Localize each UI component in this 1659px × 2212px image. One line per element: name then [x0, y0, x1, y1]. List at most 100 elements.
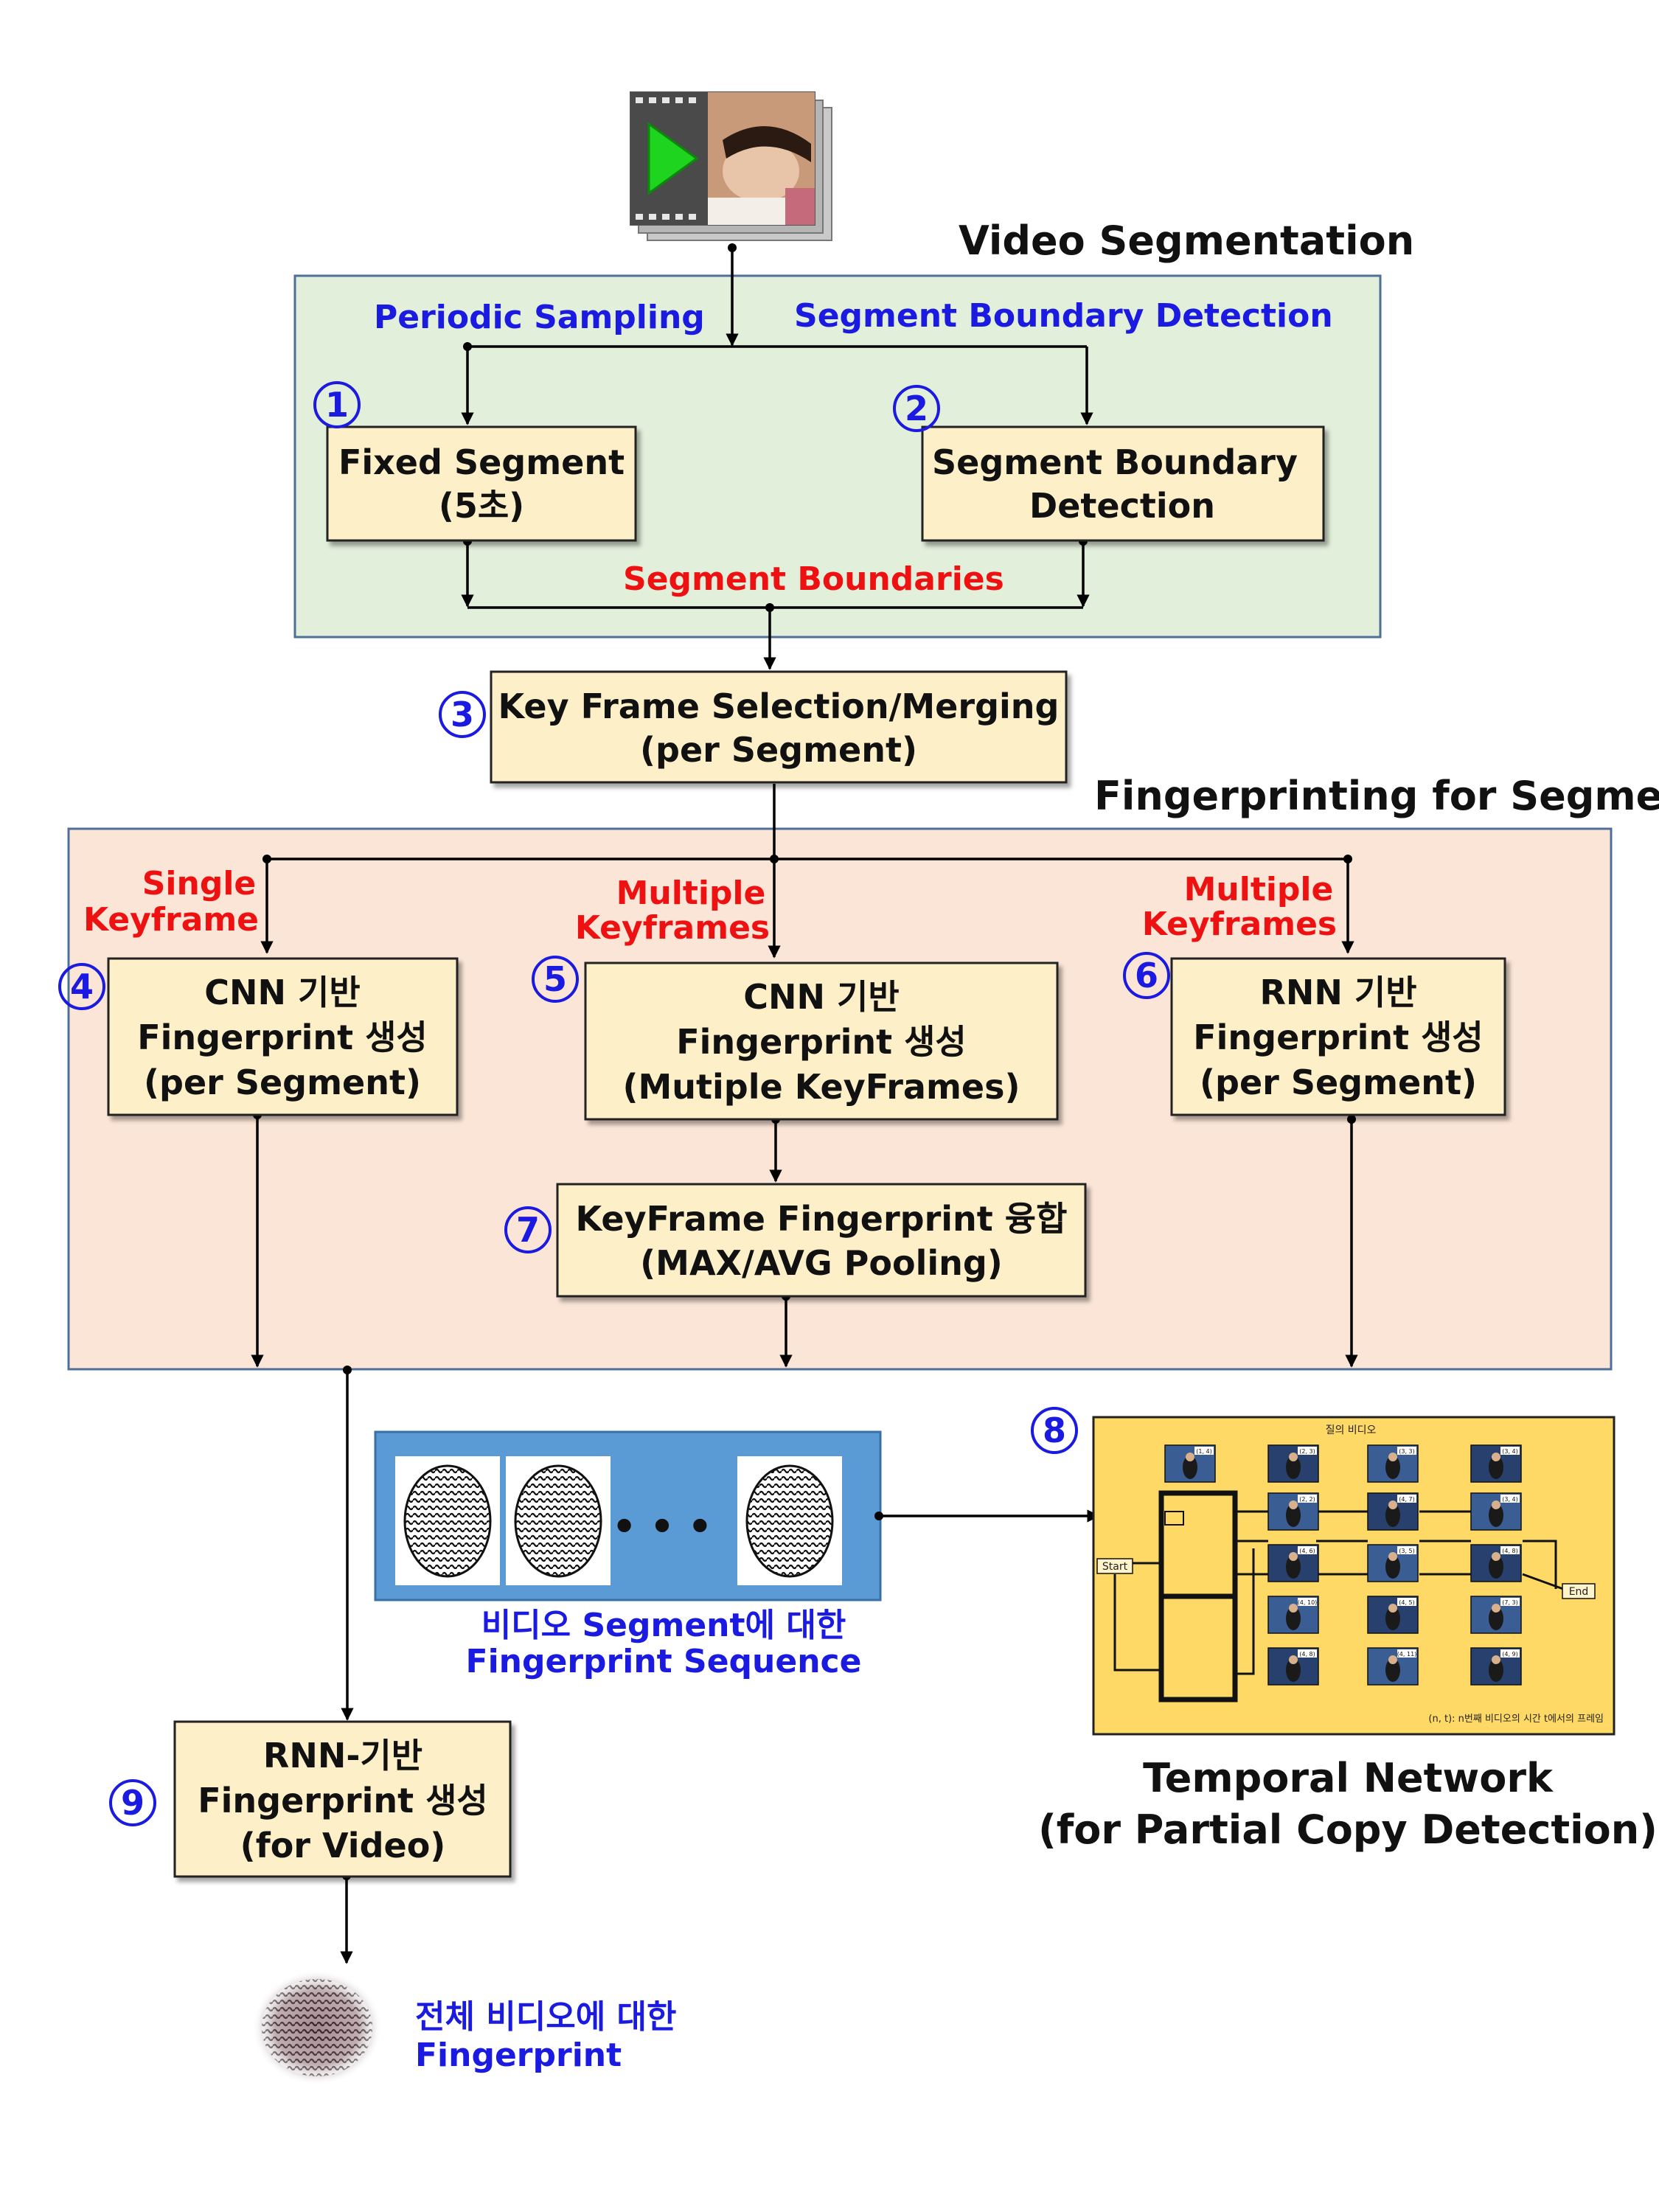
step-5-line-1: CNN 기반 [743, 977, 899, 1017]
temporal-network-footnote: (n, t): n번째 비디오의 시간 t에서의 프레임 [1428, 1714, 1604, 1725]
frame-label: (1, 4) [1196, 1448, 1212, 1455]
frame-thumbnail: (4, 8) [1470, 1544, 1522, 1582]
step-6-line-3: (per Segment) [1200, 1062, 1477, 1102]
frame-thumbnail: (4, 6) [1267, 1544, 1319, 1582]
step-7-keyframe-fusion: KeyFrame Fingerprint 융합 (MAX/AVG Pooling… [556, 1183, 1087, 1298]
sequence-caption-line-1: 비디오 Segment에 대한 [481, 1607, 846, 1644]
step-1-fixed-segment: Fixed Segment (5초) [326, 425, 637, 542]
svg-text:3: 3 [451, 695, 474, 734]
frame-label: (4, 6) [1299, 1548, 1315, 1554]
whole-video-fingerprint-icon [252, 1970, 382, 2085]
frame-thumbnail: (4, 10) [1267, 1596, 1319, 1634]
frame-label: (4, 8) [1502, 1548, 1518, 1554]
step-4-cnn-fingerprint-single: CNN 기반 Fingerprint 생성 (per Segment) [107, 957, 459, 1116]
step-4-line-3: (per Segment) [144, 1062, 421, 1102]
frame-label: (4, 7) [1399, 1496, 1415, 1503]
sequence-ellipsis: • • • [612, 1505, 712, 1549]
step-6-line-1: RNN 기반 [1259, 973, 1416, 1012]
frame-thumbnail: (7, 3) [1470, 1596, 1522, 1634]
step-2-line-2: Detection [1029, 486, 1215, 526]
step-6-number-badge: 6 [1123, 952, 1170, 999]
svg-text:6: 6 [1135, 956, 1158, 995]
periodic-sampling-label: Periodic Sampling [374, 299, 705, 336]
svg-text:End: End [1569, 1586, 1589, 1598]
frame-label: (3, 3) [1399, 1448, 1415, 1455]
step-1-line-2: (5초) [439, 486, 524, 526]
single-keyframe-label-1: Single [142, 865, 257, 902]
step-3-key-frame-selection: Key Frame Selection/Merging (per Segment… [490, 670, 1068, 784]
segment-boundaries-label: Segment Boundaries [623, 560, 1004, 598]
svg-text:1: 1 [325, 385, 349, 425]
step-6-line-2: Fingerprint 생성 [1193, 1018, 1484, 1057]
svg-text:2: 2 [905, 389, 928, 428]
fingerprint-tile-3 [737, 1456, 842, 1585]
step-5-cnn-fingerprint-multiple: CNN 기반 Fingerprint 생성 (Mutiple KeyFrames… [584, 961, 1059, 1121]
fingerprinting-heading: Fingerprinting for Segment [1094, 773, 1659, 819]
step-4-line-1: CNN 기반 [204, 973, 360, 1012]
step-3-line-1: Key Frame Selection/Merging [498, 686, 1060, 726]
svg-text:8: 8 [1043, 1411, 1066, 1450]
sequence-to-network-wire [874, 1509, 1100, 1523]
step-2-number-badge: 2 [893, 385, 940, 432]
frame-thumbnail: (4, 5) [1367, 1596, 1419, 1634]
end-node: End [1562, 1583, 1596, 1599]
step-5-number-badge: 5 [532, 956, 579, 1003]
frame-label: (4, 5) [1399, 1599, 1415, 1606]
whole-video-caption-line-2: Fingerprint [415, 2037, 622, 2074]
frame-label: (2, 2) [1299, 1496, 1315, 1503]
temporal-network-caption-line-1: Temporal Network [1143, 1755, 1554, 1801]
multiple-keyframes-b-label-1: Multiple [1184, 871, 1334, 908]
step-4-line-2: Fingerprint 생성 [137, 1018, 428, 1057]
step-3-number-badge: 3 [439, 691, 486, 738]
frame-thumbnail: (3, 3) [1367, 1444, 1419, 1483]
segment-boundary-detection-label: Segment Boundary Detection [794, 297, 1333, 335]
svg-text:7: 7 [516, 1210, 540, 1250]
multiple-keyframes-a-label-2: Keyframes [575, 909, 770, 947]
multiple-keyframes-b-label-2: Keyframes [1142, 905, 1337, 943]
frame-label: (3, 4) [1502, 1496, 1518, 1503]
step-7-number-badge: 7 [504, 1206, 552, 1253]
single-keyframe-label-2: Keyframe [83, 901, 259, 939]
step-1-line-1: Fixed Segment [338, 442, 625, 482]
frame-label: (2, 3) [1299, 1448, 1315, 1455]
fingerprint-sequence-panel: • • • [374, 1430, 882, 1601]
step-5-line-3: (Mutiple KeyFrames) [623, 1067, 1020, 1107]
frame-label: (3, 5) [1399, 1548, 1415, 1554]
step-9-line-1: RNN-기반 [263, 1736, 422, 1775]
frame-thumbnail: (4, 11) [1367, 1647, 1419, 1686]
frame-thumbnail-grid: (1, 4) (2, 3) (3, 3) (3, 4) (2, 2) (4, 7) (3, … [1164, 1444, 1522, 1686]
frame-thumbnail: (2, 3) [1267, 1444, 1319, 1483]
svg-text:4: 4 [70, 967, 94, 1006]
step-6-rnn-fingerprint-segment: RNN 기반 Fingerprint 생성 (per Segment) [1170, 957, 1506, 1116]
video-segmentation-heading: Video Segmentation [959, 218, 1414, 264]
step-5-line-2: Fingerprint 생성 [676, 1022, 967, 1062]
step-1-number-badge: 1 [313, 381, 361, 428]
frame-label: (4, 11) [1397, 1651, 1417, 1658]
step-4-number-badge: 4 [58, 963, 105, 1010]
multiple-keyframes-a-label-1: Multiple [616, 874, 766, 912]
frame-thumbnail: (1, 4) [1164, 1444, 1216, 1483]
step-9-number-badge: 9 [109, 1779, 156, 1826]
frame-thumbnail: (2, 2) [1267, 1492, 1319, 1531]
step-9-rnn-fingerprint-video: RNN-기반 Fingerprint 생성 (for Video) [173, 1720, 512, 1878]
svg-text:5: 5 [543, 959, 567, 999]
step-8-number-badge: 8 [1031, 1407, 1078, 1454]
step-7-line-2: (MAX/AVG Pooling) [640, 1243, 1003, 1283]
fingerprint-tile-1 [395, 1456, 500, 1585]
step-2-line-1: Segment Boundary [932, 442, 1298, 482]
svg-text:9: 9 [121, 1783, 145, 1823]
frame-thumbnail: (4, 9) [1470, 1647, 1522, 1686]
sequence-caption-line-2: Fingerprint Sequence [466, 1643, 862, 1680]
frame-thumbnail: (4, 7) [1367, 1492, 1419, 1531]
start-node: Start [1096, 1558, 1133, 1574]
step-7-line-1: KeyFrame Fingerprint 융합 [576, 1199, 1068, 1239]
frame-thumbnail: (3, 5) [1367, 1544, 1419, 1582]
step-9-line-2: Fingerprint 생성 [198, 1781, 488, 1820]
svg-text:Start: Start [1102, 1561, 1128, 1573]
segmentation-wires [461, 243, 1093, 670]
frame-thumbnail: (3, 4) [1470, 1492, 1522, 1531]
frame-label: (4, 10) [1298, 1599, 1318, 1606]
temporal-network-panel: 질의 비디오 Start End [1092, 1416, 1615, 1736]
temporal-network-caption-line-2: (for Partial Copy Detection) [1038, 1806, 1658, 1853]
